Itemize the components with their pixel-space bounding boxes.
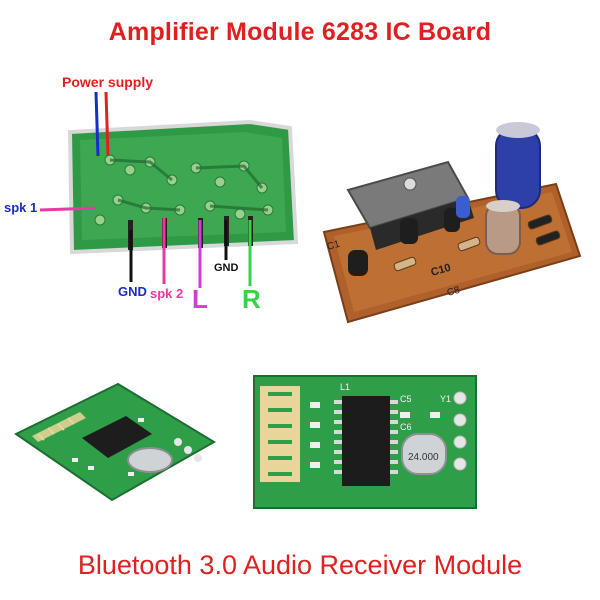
amp-board-wiring-photo: Power supply spk 1 GND spk 2 L GND R <box>0 70 320 330</box>
l1-silkscreen: L1 <box>340 382 350 392</box>
top-title: Amplifier Module 6283 IC Board <box>108 18 492 46</box>
y1-silkscreen: Y1 <box>440 394 451 404</box>
c8-silkscreen: C8 <box>446 285 462 299</box>
antenna-trace <box>260 386 300 482</box>
power-supply-label: Power supply <box>62 74 154 90</box>
bt-chip <box>342 396 390 486</box>
crystal-angled <box>127 447 173 473</box>
bt-module-angled-illustration <box>14 382 216 502</box>
c10-silkscreen: C10 <box>430 262 453 279</box>
amp-board-top-photo: C10 C8 C1 <box>318 100 593 350</box>
spk1-label: spk 1 <box>4 200 38 215</box>
large-capacitor <box>495 127 541 209</box>
crystal-top <box>401 433 447 475</box>
right-channel-label: R <box>242 284 261 314</box>
spk2-label: spk 2 <box>150 286 184 301</box>
gnd-left-label: GND <box>118 284 147 299</box>
c5-silkscreen: C5 <box>400 394 412 404</box>
amp-board-top-illustration: C10 C8 C1 <box>322 122 582 324</box>
bottom-title: Bluetooth 3.0 Audio Receiver Module <box>77 550 523 580</box>
bt-module-top-illustration: 24.000 L1 C5 C6 Y1 <box>253 375 477 509</box>
crystal-marking: 24.000 <box>408 452 439 463</box>
left-channel-label: L <box>192 284 208 314</box>
bt-chip-angled <box>82 416 152 458</box>
bt-module-top-photo: 24.000 L1 C5 C6 Y1 <box>250 372 480 512</box>
bt-module-angled-photo <box>8 378 223 508</box>
gnd-right-label: GND <box>214 262 239 274</box>
c6-silkscreen: C6 <box>400 422 412 432</box>
amp-board-wiring-illustration <box>39 91 299 288</box>
c1-silkscreen: C1 <box>326 239 342 253</box>
